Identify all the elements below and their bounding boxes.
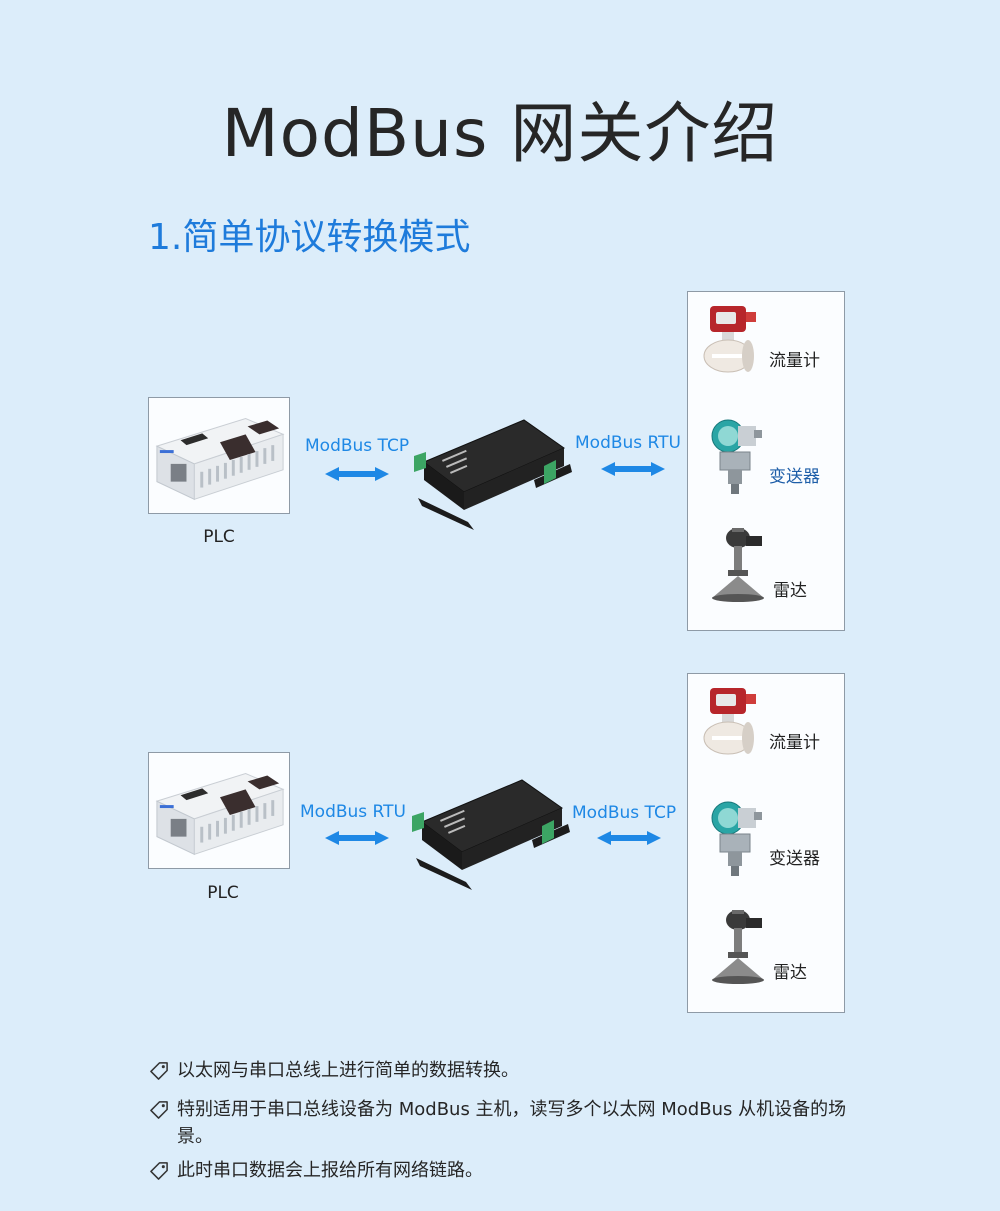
double-arrow-icon [325,466,389,482]
device-label-transmitter: 变送器 [769,849,820,869]
double-arrow-icon [597,830,661,846]
section-subtitle: 1.简单协议转换模式 [148,217,471,258]
tag-icon [150,1100,169,1119]
bullet-item: 特别适用于串口总线设备为 ModBus 主机，读写多个以太网 ModBus 从机… [150,1096,870,1150]
device-label-flow-meter: 流量计 [769,351,820,371]
plc-label: PLC [203,527,235,547]
protocol-label-tcp: ModBus TCP [305,436,410,456]
device-label-flow-meter: 流量计 [769,733,820,753]
gateway-device-image [412,772,572,892]
radar-image [708,524,768,604]
plc-label: PLC [207,883,239,903]
page-title: ModBus 网关介绍 [221,95,779,172]
flow-meter-image [702,682,762,762]
bullet-text: 以太网与串口总线上进行简单的数据转换。 [177,1060,519,1081]
bullet-text: 特别适用于串口总线设备为 ModBus 主机，读写多个以太网 ModBus 从机… [177,1099,847,1147]
plc-image [148,752,290,869]
transmitter-image [706,416,766,496]
device-label-radar: 雷达 [773,963,807,983]
double-arrow-icon [601,461,665,477]
device-list-box: 流量计 变送器 雷达 [687,673,845,1013]
flow-meter-image [702,300,762,380]
tag-icon [150,1161,169,1180]
radar-image [708,906,768,986]
protocol-label-rtu: ModBus RTU [300,802,406,822]
device-label-transmitter: 变送器 [769,467,820,487]
double-arrow-icon [325,830,389,846]
protocol-label-tcp: ModBus TCP [572,803,677,823]
transmitter-image [706,798,766,878]
bullet-item: 以太网与串口总线上进行简单的数据转换。 [150,1057,870,1084]
bullet-item: 此时串口数据会上报给所有网络链路。 [150,1157,870,1184]
tag-icon [150,1061,169,1080]
protocol-label-rtu: ModBus RTU [575,433,681,453]
device-label-radar: 雷达 [773,581,807,601]
plc-image [148,397,290,514]
bullet-text: 此时串口数据会上报给所有网络链路。 [177,1160,483,1181]
device-list-box: 流量计 变送器 雷达 [687,291,845,631]
gateway-device-image [414,412,574,532]
